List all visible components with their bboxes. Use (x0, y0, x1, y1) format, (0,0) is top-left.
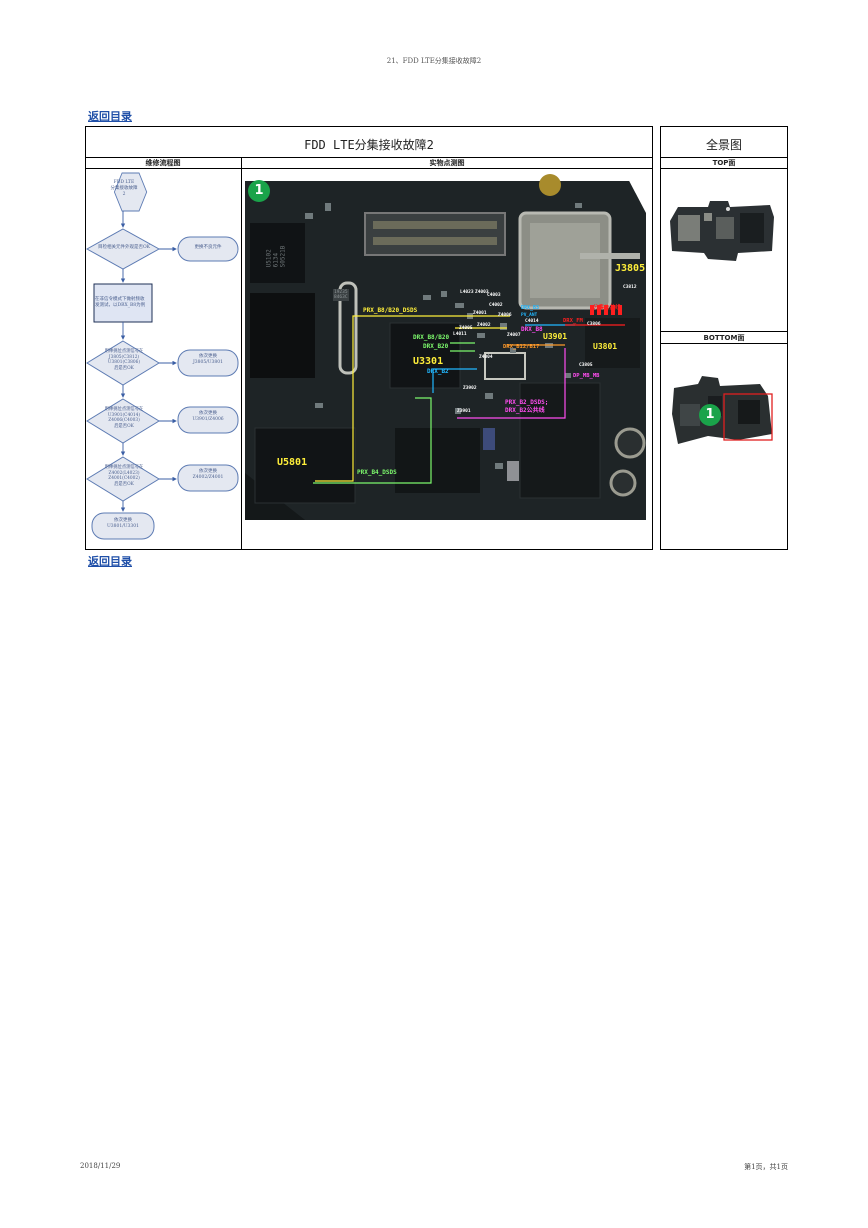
label-z3902: Z3902 (463, 386, 477, 391)
flow-check-no-text: 更换不良元件 (194, 245, 222, 250)
label-z4004: Z4004 (479, 355, 493, 360)
board-marker-badge: 1 (248, 180, 270, 202)
flow-check-text: 目检相关元件外观是否OK (97, 245, 151, 250)
back-to-contents-link-top[interactable]: 返回目录 (88, 110, 132, 123)
flow-end-box (91, 512, 155, 540)
flow-check-no-box (177, 236, 239, 262)
photo-column-header: 实物点测图 (429, 159, 465, 167)
label-drx-b12: DRX_B12/B17 (503, 344, 540, 350)
label-u5801: U5801 (277, 457, 308, 468)
label-l4023: L4023 (460, 290, 474, 295)
board-art (245, 173, 646, 520)
label-c4014: C4014 (525, 319, 539, 324)
label-z4002: Z4002 (477, 323, 491, 328)
divider (85, 168, 653, 169)
bottom-view-image (668, 374, 780, 448)
label-z4006: Z4006 (498, 313, 512, 318)
footer-page: 第1页，共1页 (744, 1163, 788, 1171)
divider (660, 157, 788, 158)
flow-start-node (113, 172, 148, 212)
label-red-top: 分集公共线 (593, 305, 621, 311)
flow-decision-2-no-box (177, 406, 239, 434)
label-chip-side: U5102 6134 S0521B (265, 245, 287, 268)
board-photo: 1 U3301 U5801 U3901 U3801 J3805 PRX_B8/B… (245, 173, 646, 520)
label-drx-b8-b20: DRX_B8/B20 (413, 334, 450, 341)
divider (241, 157, 242, 550)
divider (660, 343, 788, 344)
main-table (85, 126, 653, 550)
label-z4001: Z4001 (473, 311, 487, 316)
label-prx-b2: PRX_B2_DSDS; DRX_B2公共线 (505, 399, 549, 414)
label-u3901: U3901 (543, 332, 568, 341)
flow-decision-1-no-text: 依次更换 J3805/U3801 (192, 354, 224, 365)
main-title: FDD LTE分集接收故障2 (304, 138, 434, 152)
label-pv-ant: PV_ANT (521, 313, 538, 318)
label-dp-mb: DP_MB_MB (573, 373, 600, 379)
label-prx-b8: PRX_B8/B20_DSDS (363, 307, 418, 314)
label-z4005: Z4005 (459, 326, 473, 331)
flow-step-text: 在非信令模式下做射频收 发测试，以DRX_B8为例 (95, 297, 146, 309)
page-header: 21、FDD LTE分集接收故障2 (386, 57, 482, 65)
label-u3801: U3801 (593, 342, 618, 351)
label-drx-b8: DRX_B8 (521, 326, 543, 333)
flow-decision-2-text: 用棒挑位点测信号在 U3901(C4014) Z4006(C4003) 后是否O… (104, 407, 144, 429)
flow-step-box (93, 283, 153, 323)
label-prx-b4: PRX_B4_DSDS (357, 469, 397, 476)
label-u3301: U3301 (413, 356, 444, 367)
label-z4003: Z4003 (475, 290, 489, 295)
flow-start-text: FDD LTE 分集接收故障 2 (110, 180, 138, 197)
repair-flowchart (86, 172, 239, 540)
flow-end-text: 依次更换 U3801/U3301 (106, 518, 139, 529)
label-z4007: Z4007 (507, 333, 521, 338)
top-view-image (668, 199, 778, 269)
label-drx-b2: DRX_B2 (427, 368, 449, 375)
label-l4011: L4011 (453, 332, 467, 337)
label-c3806: C3806 (587, 322, 601, 327)
label-chip-small: 19235 8463C (333, 289, 349, 301)
label-c3812: C3812 (623, 285, 637, 290)
divider (660, 168, 788, 169)
top-view-label: TOP面 (712, 159, 736, 167)
flow-decision-3-no-text: 依次更换 Z4002/Z4001 (192, 469, 224, 480)
bottom-view-label: BOTTOM面 (703, 334, 745, 342)
footer-date: 2018/11/29 (80, 1162, 121, 1170)
flow-decision-3-text: 用棒挑位点测信号在 Z4002(L4023) Z4001(C4002) 后是否O… (104, 465, 144, 487)
label-drx-fm: DRX_FM (563, 318, 583, 324)
label-c4002: C4002 (489, 303, 503, 308)
side-title: 全景图 (705, 138, 742, 152)
flow-decision-3-no-box (177, 464, 239, 492)
label-j3805: J3805 (615, 263, 646, 274)
divider (85, 157, 653, 158)
flow-decision-1-text: 用棒挑位点测信号在 J3805(C3812) U3801(C3806) 后是否O… (104, 349, 144, 371)
label-c4003: C4003 (487, 293, 501, 298)
back-to-contents-link-bottom[interactable]: 返回目录 (88, 555, 132, 568)
label-z3901: Z3901 (457, 409, 471, 414)
label-drx-b3: DRX_B3 (521, 305, 540, 311)
flow-decision-1-no-box (177, 349, 239, 377)
bottom-view-badge: 1 (699, 404, 721, 426)
flow-column-header: 维修流程图 (145, 159, 181, 167)
label-drx-b20: DRX_B20 (423, 343, 449, 350)
label-c3805: C3805 (579, 363, 593, 368)
flow-decision-2-no-text: 依次更换 U3901/Z4006 (192, 411, 224, 422)
side-table (660, 126, 788, 550)
divider (660, 331, 788, 332)
